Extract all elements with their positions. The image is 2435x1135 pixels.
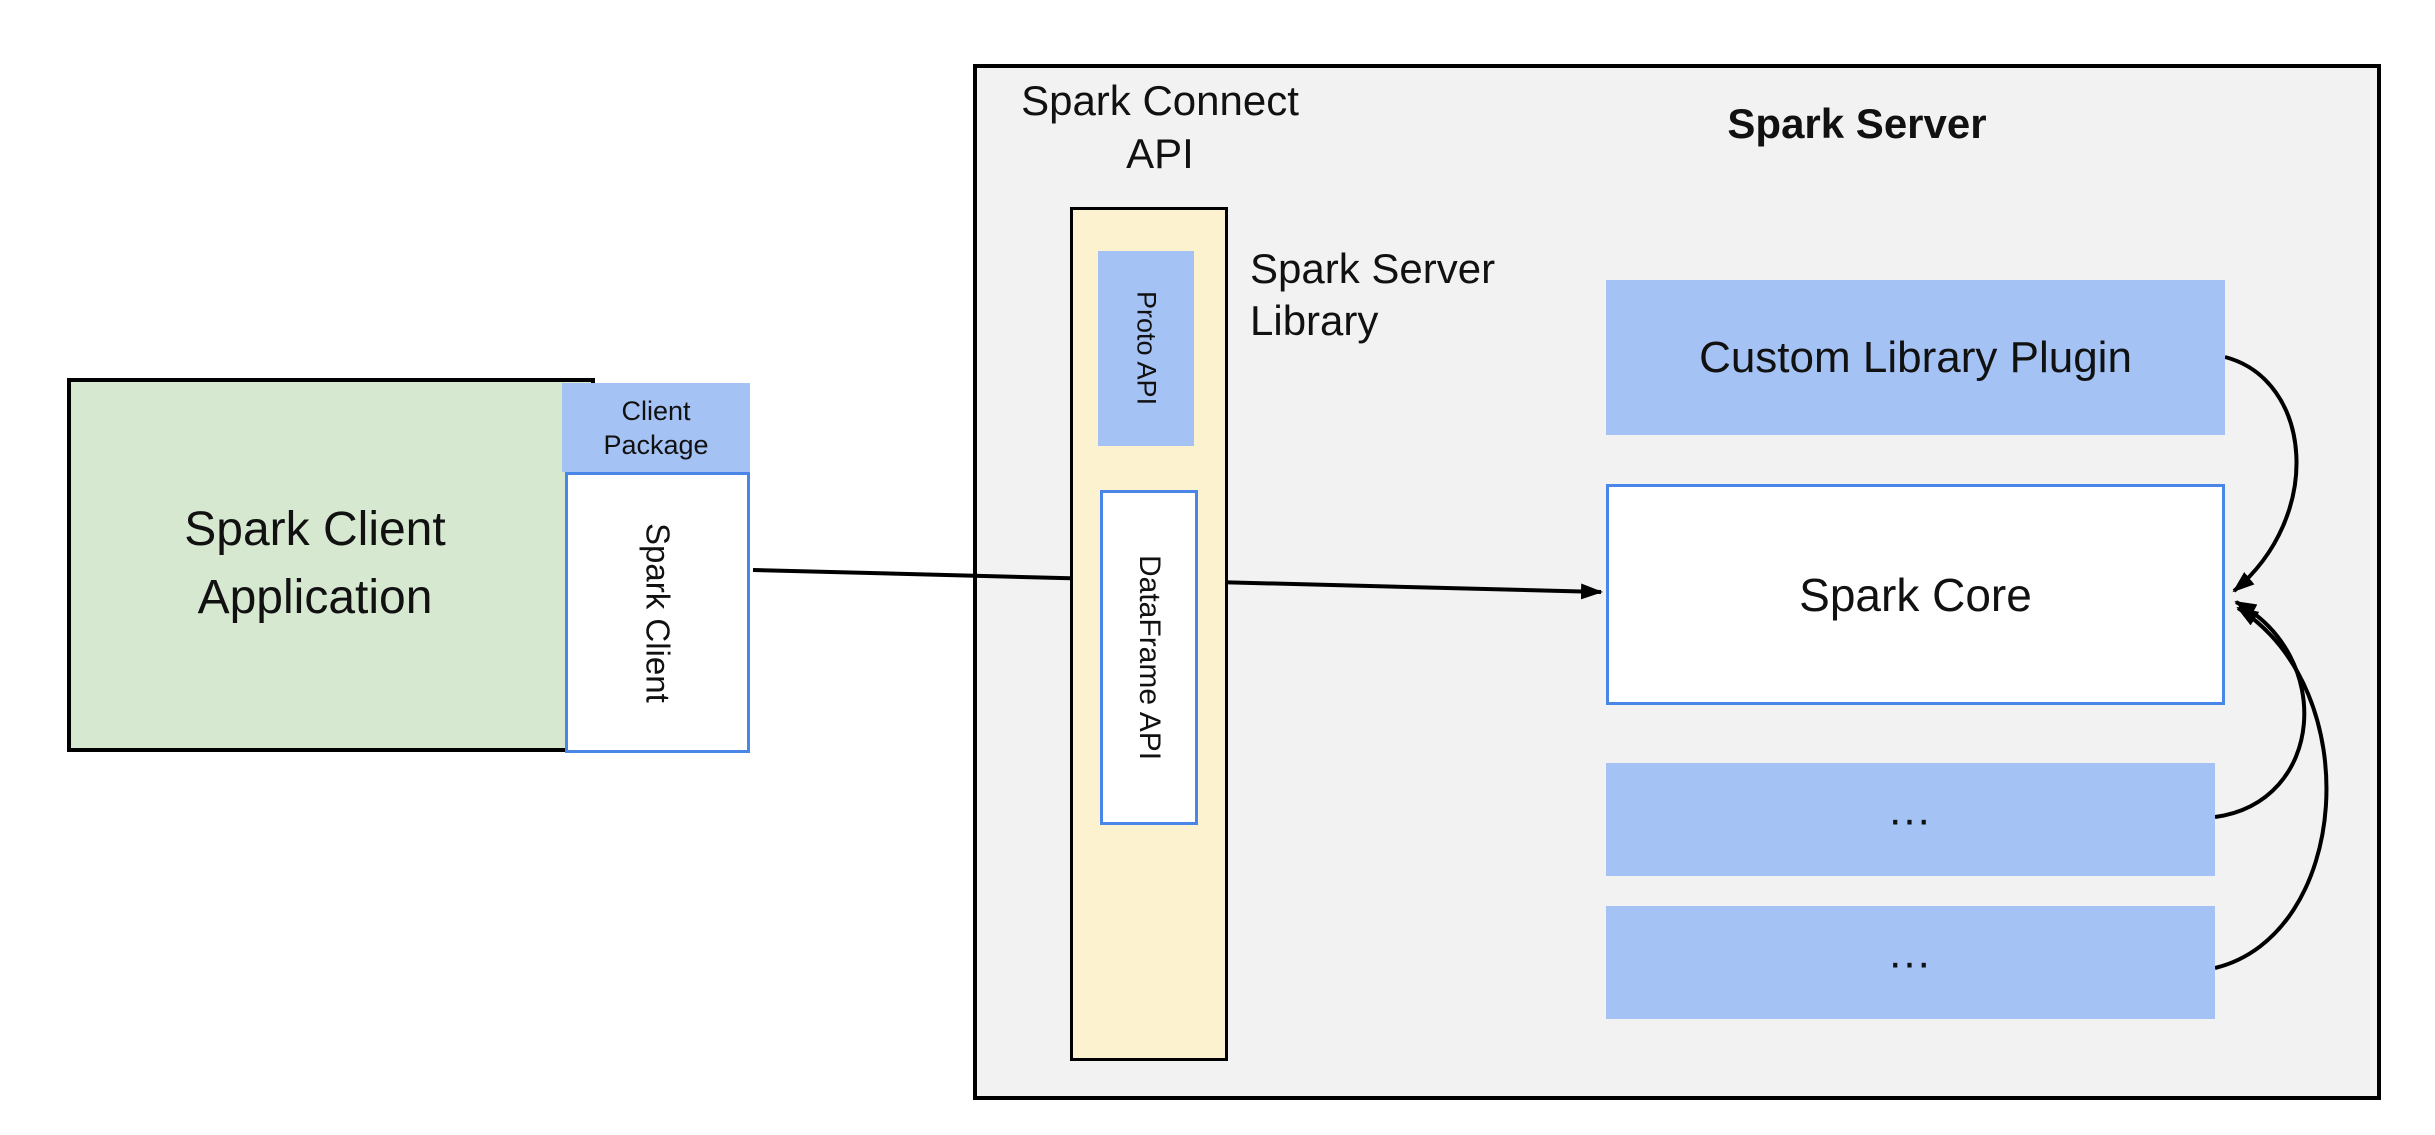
ellipsis-box-2: ... [1606, 906, 2215, 1019]
spark-core-box: Spark Core [1606, 484, 2225, 705]
spark-server-library-label-line1: Spark Server [1250, 245, 1496, 292]
spark-server-title: Spark Server [1727, 100, 1987, 147]
spark-client-application-label-line1: Spark Client [184, 503, 446, 556]
spark-client-box: Spark Client [565, 472, 750, 753]
client-package-box: Client Package [562, 383, 750, 472]
spark-server-library-label: Spark Server Library [1250, 243, 1590, 347]
spark-connect-api-title-line2: API [1126, 130, 1194, 177]
spark-connect-api-title-line1: Spark Connect [1021, 77, 1299, 124]
proto-api-label: Proto API [1131, 291, 1162, 406]
spark-client-application-box [67, 378, 595, 752]
client-package-label-line2: Package [603, 429, 709, 460]
spark-client-application-label: Spark Client Application [67, 494, 563, 634]
dataframe-api-label: DataFrame API [1133, 554, 1166, 761]
proto-api-box: Proto API [1098, 251, 1194, 446]
dataframe-api-box: DataFrame API [1100, 490, 1198, 825]
custom-library-plugin-box: Custom Library Plugin [1606, 280, 2225, 435]
spark-core-label: Spark Core [1799, 568, 2032, 621]
ellipsis-label-1: ... [1889, 784, 1932, 834]
spark-client-application-label-line2: Application [197, 571, 433, 624]
client-package-label-line1: Client [621, 395, 691, 426]
custom-library-plugin-label: Custom Library Plugin [1699, 332, 2132, 382]
ellipsis-label-2: ... [1889, 927, 1932, 977]
spark-connect-api-title: Spark Connect API [1020, 74, 1300, 180]
spark-server-library-label-line2: Library [1250, 297, 1379, 344]
spark-client-label: Spark Client [639, 522, 677, 703]
ellipsis-box-1: ... [1606, 763, 2215, 876]
